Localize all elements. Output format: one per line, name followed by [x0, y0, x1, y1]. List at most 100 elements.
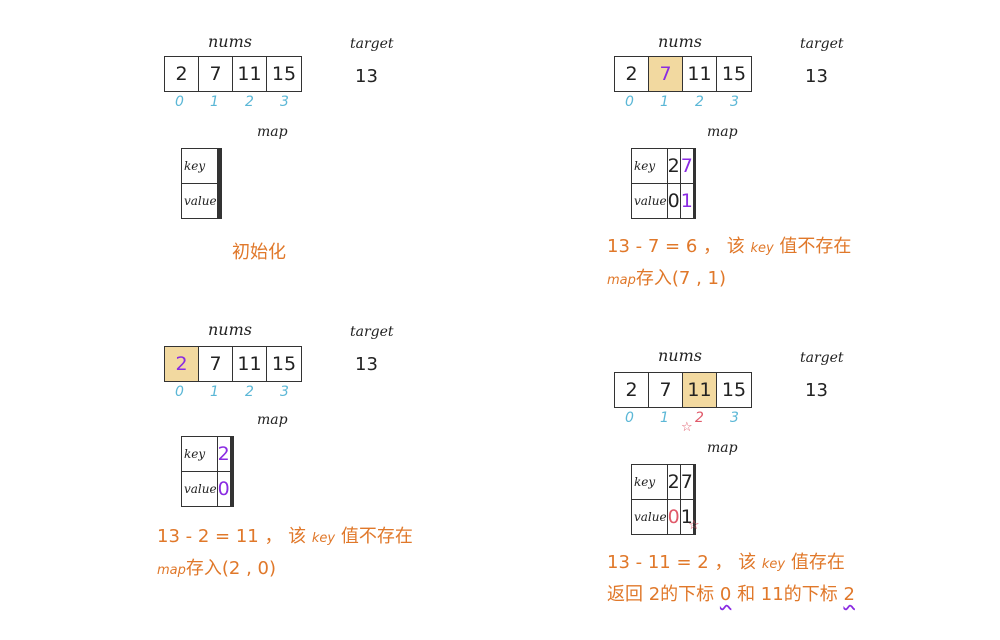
map-cell — [231, 471, 234, 507]
index-row: 0 1 2 3 — [162, 384, 302, 400]
nums-cell: 15 — [721, 63, 747, 85]
index-row: 0 1 2 3 — [162, 94, 302, 110]
key-label: key — [181, 436, 218, 472]
index-label: 1 — [210, 384, 219, 400]
map-cell-new: 7 — [679, 148, 694, 184]
target-value: 13 — [355, 66, 378, 87]
map-cell — [693, 499, 696, 535]
map-cell: 0 — [666, 183, 681, 219]
note-line: 返回 2的下标 0 和 11的下标 2 — [607, 580, 855, 610]
note-text: 13 - 11 = 2 ， 该 — [607, 552, 762, 573]
map-cell — [693, 464, 696, 500]
nums-cell: 7 — [649, 373, 683, 407]
nums-cell: 2 — [165, 57, 199, 91]
index-row: 0 1 2 3 — [612, 94, 752, 110]
nums-label: nums — [208, 32, 252, 51]
index-label: 3 — [280, 384, 289, 400]
note-line: 13 - 2 = 11 ， 该 key 值不存在 — [157, 522, 413, 554]
target-value: 13 — [805, 380, 828, 401]
index-label: 1 — [210, 94, 219, 110]
target-label: target — [800, 36, 844, 52]
target-value: 13 — [805, 66, 828, 87]
nums-cell-current: 11 — [683, 373, 717, 407]
map-cell — [693, 148, 696, 184]
index-row: 0 1 2 3 — [612, 410, 752, 426]
note-text: 值不存在 — [335, 526, 413, 547]
nums-cell-current: 2 — [165, 347, 199, 381]
map-value-row: value 0 — [181, 471, 234, 507]
note-text: 13 - 7 = 6 ， 该 — [607, 236, 751, 257]
note-text: map — [157, 563, 186, 578]
note-text: key — [311, 531, 336, 546]
note-text: 和 11的下标 — [731, 584, 844, 605]
note-line: map存入(2 , 0) — [157, 554, 413, 586]
index-label: 0 — [625, 94, 634, 110]
map-label: map — [707, 440, 738, 456]
map-table: key value — [181, 148, 222, 219]
target-label: target — [350, 324, 394, 340]
note-text: key — [761, 557, 786, 572]
map-table: key 2 value 0 — [181, 436, 234, 507]
nums-cell: 15 — [271, 353, 297, 375]
nums-array: 2 7 11 15 — [164, 56, 302, 92]
index-label: 0 — [625, 410, 634, 426]
nums-cell: 15 — [721, 379, 747, 401]
key-label: key — [631, 464, 668, 500]
step-note: 13 - 7 = 6 ， 该 key 值不存在 map存入(7 , 1) — [607, 232, 851, 296]
map-key-row: key — [181, 148, 222, 184]
note-line: 13 - 7 = 6 ， 该 key 值不存在 — [607, 232, 851, 264]
star-mark: ☆ — [681, 420, 693, 435]
index-label: 2 — [245, 94, 254, 110]
nums-array: 2 7 11 15 — [614, 372, 752, 408]
map-key-row: key 2 — [181, 436, 234, 472]
nums-cell: 2 — [615, 373, 649, 407]
map-label: map — [707, 124, 738, 140]
note-text: 0 — [719, 584, 732, 605]
map-key-row: key 2 7 — [631, 148, 696, 184]
nums-cell: 7 — [199, 57, 233, 91]
target-value: 13 — [355, 354, 378, 375]
map-cell: 1 — [679, 499, 694, 535]
map-cell: 7 — [679, 464, 694, 500]
map-value-row: value — [181, 183, 222, 219]
map-cell — [693, 183, 696, 219]
nums-cell: 15 — [271, 63, 297, 85]
nums-cell: 11 — [233, 347, 267, 381]
nums-cell: 2 — [615, 57, 649, 91]
index-label-current: 2 — [695, 410, 704, 426]
value-label: value — [181, 183, 218, 219]
map-table: key 2 7 value 0 1 — [631, 148, 696, 219]
step-note: 13 - 11 = 2 ， 该 key 值存在 返回 2的下标 0 和 11的下… — [607, 548, 855, 610]
map-cell-found: 0 — [666, 499, 681, 535]
note-line: 13 - 11 = 2 ， 该 key 值存在 — [607, 548, 855, 580]
map-label: map — [257, 124, 288, 140]
nums-label: nums — [658, 346, 702, 365]
map-cell: 2 — [666, 148, 681, 184]
index-label: 0 — [175, 94, 184, 110]
nums-cell-current: 7 — [649, 57, 683, 91]
map-table: key 2 7 value 0 1 — [631, 464, 696, 535]
index-label: 2 — [695, 94, 704, 110]
key-label: key — [181, 148, 218, 184]
note-text: 存入(2 , 0) — [185, 558, 277, 579]
map-key-row: key 2 7 — [631, 464, 696, 500]
target-label: target — [800, 350, 844, 366]
value-label: value — [181, 471, 218, 507]
index-label: 3 — [730, 94, 739, 110]
nums-cell: 11 — [683, 57, 717, 91]
note-text: 存入(7 , 1) — [635, 268, 727, 289]
note-line: map存入(7 , 1) — [607, 264, 851, 296]
star-mark: ☆ — [688, 518, 700, 533]
value-label: value — [631, 183, 668, 219]
step-note: 初始化 — [232, 238, 286, 268]
index-label: 3 — [280, 94, 289, 110]
map-cell-new: 2 — [216, 436, 231, 472]
map-value-row: value 0 1 — [631, 183, 696, 219]
nums-label: nums — [208, 320, 252, 339]
note-text: 值不存在 — [773, 236, 852, 257]
note-text: 2 — [843, 584, 855, 605]
value-label: value — [631, 499, 668, 535]
map-cell-new: 1 — [679, 183, 694, 219]
nums-array: 2 7 11 15 — [164, 346, 302, 382]
note-text: 初始化 — [232, 242, 286, 263]
